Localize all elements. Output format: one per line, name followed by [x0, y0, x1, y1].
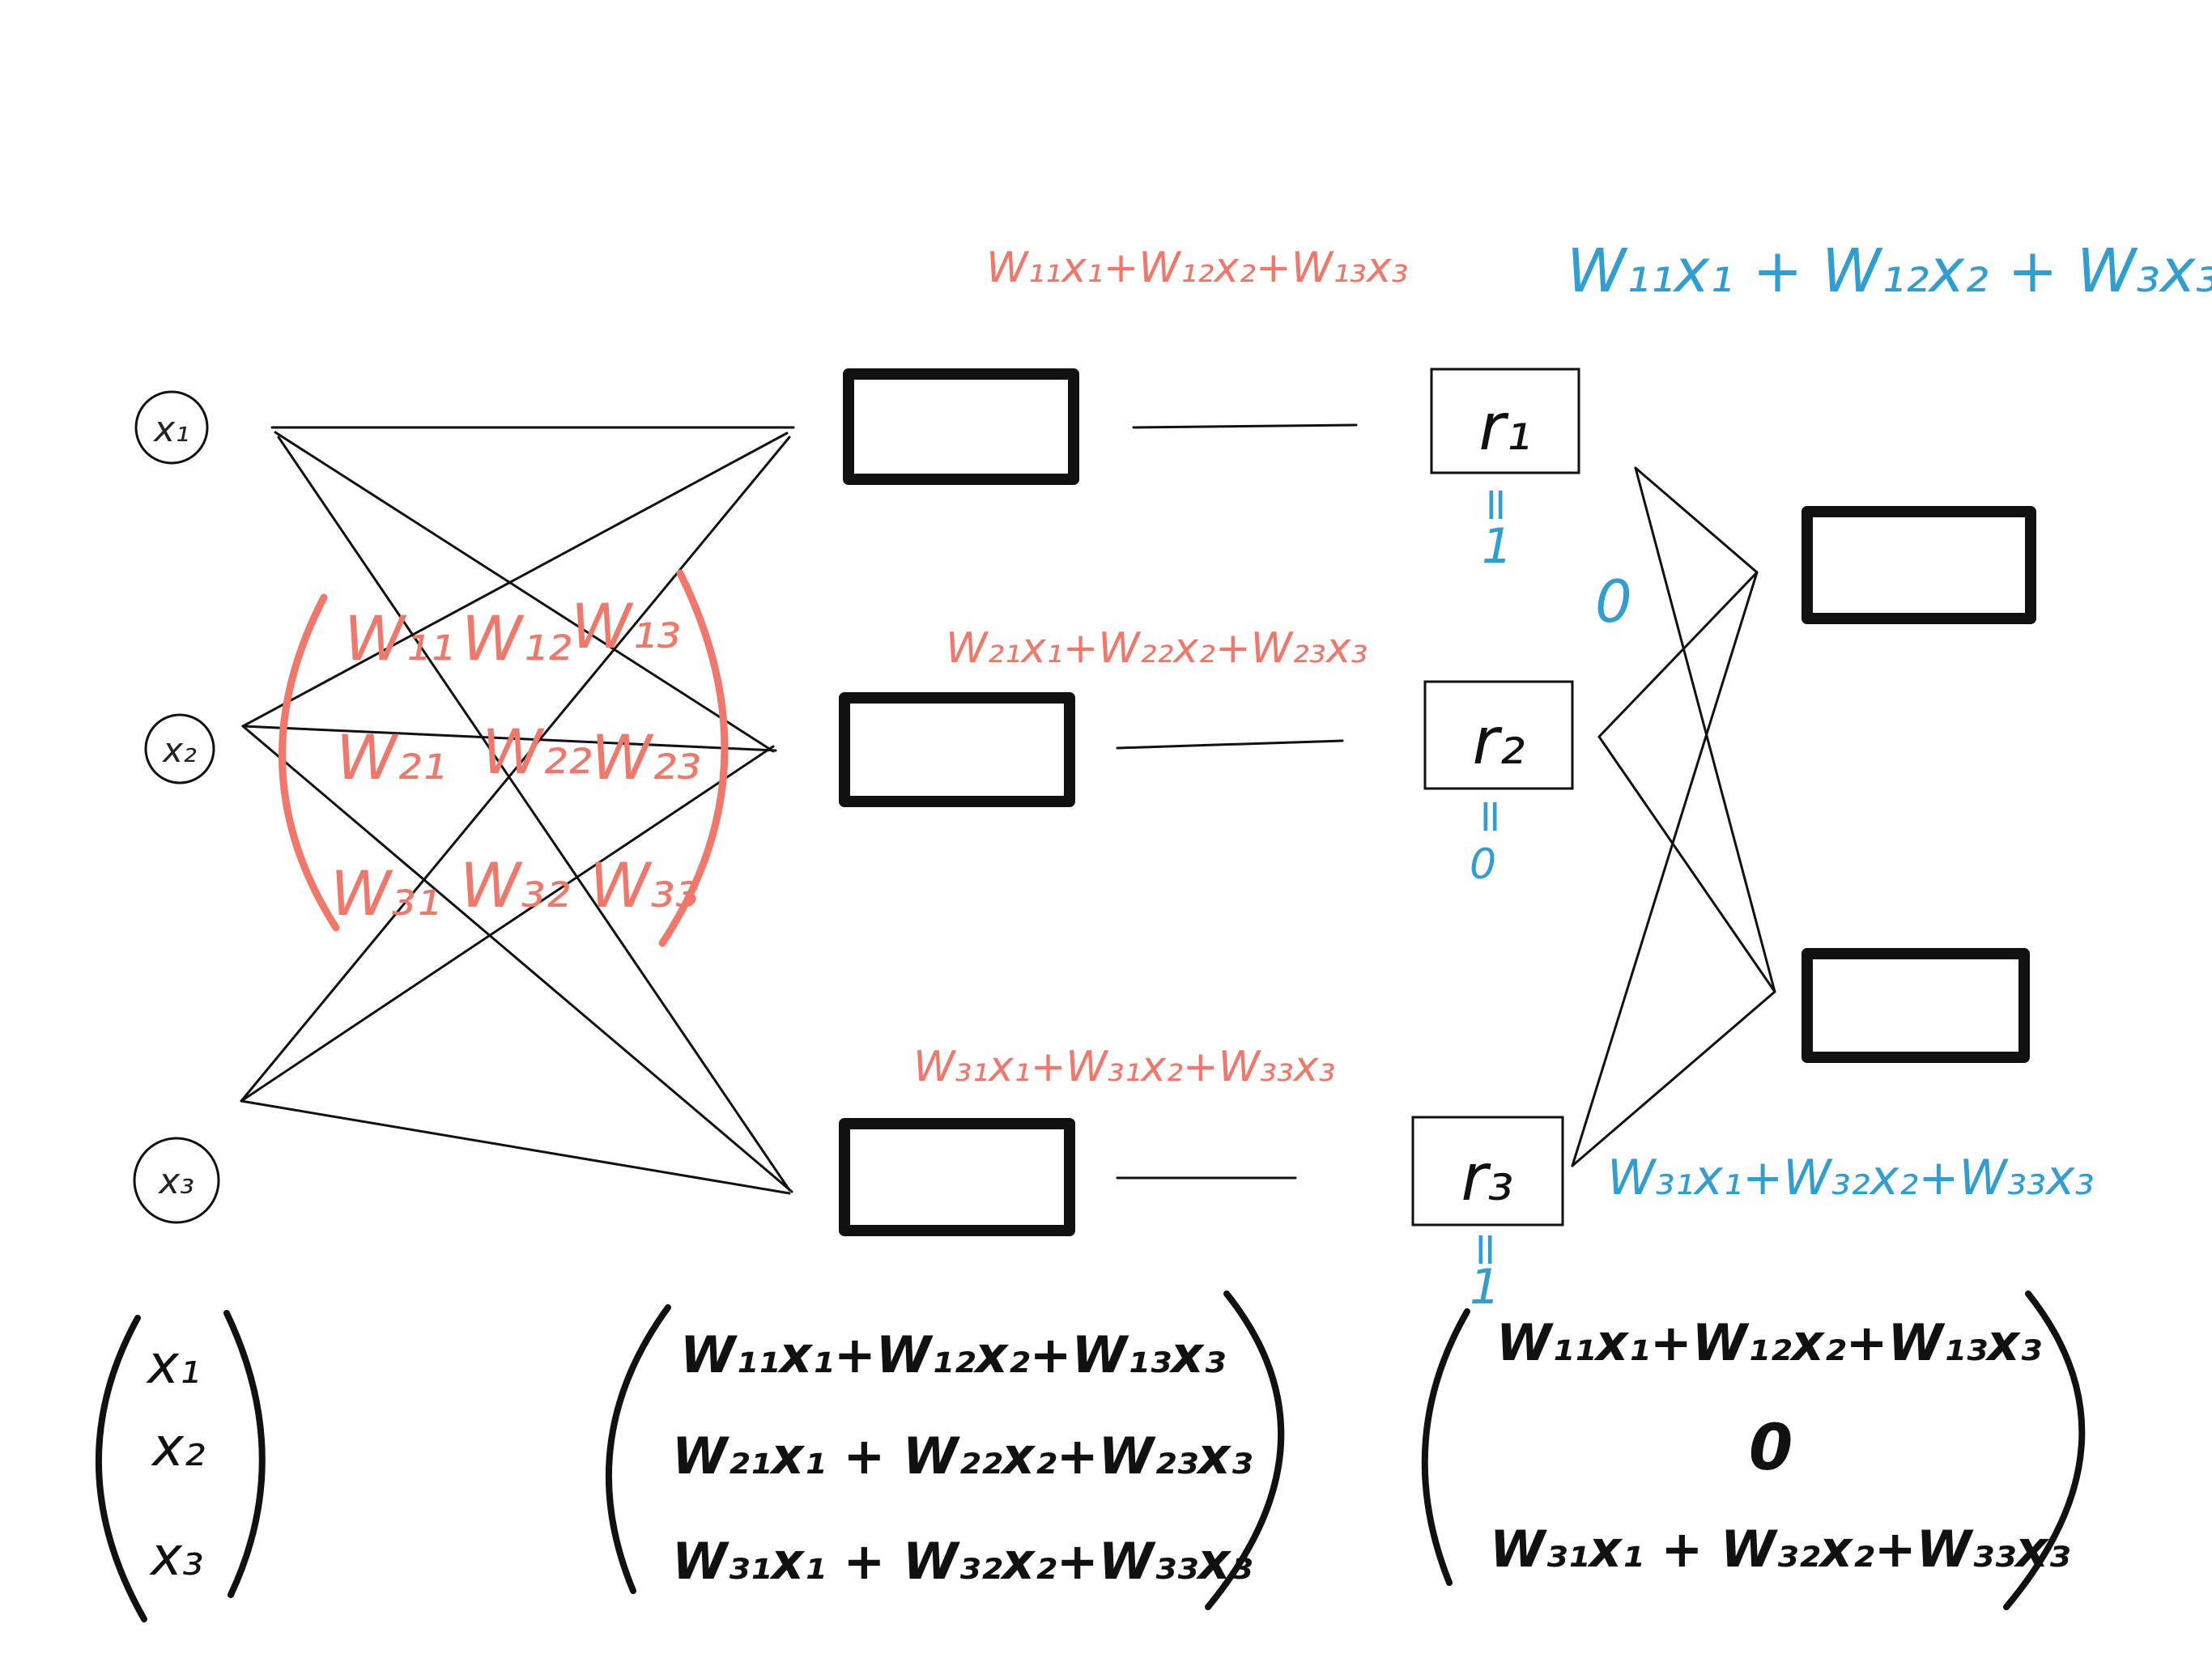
hidden-box-3[interactable] — [839, 1118, 1075, 1236]
sum-vector-entry: W₃₁x₁ + W₃₂x₂+W₃₃x₃ — [672, 1532, 1253, 1591]
edge-r1-o1 — [1634, 466, 1759, 574]
input-vector-left-paren — [95, 1315, 147, 1622]
hidden-sum-label-1: W₁₁x₁+W₁₂x₂+W₁₃x₃ — [986, 244, 1408, 292]
weight-w32: W₃₂ — [460, 849, 570, 921]
blue-sum-label-2: W₃₁x₁+W₃₂x₂+W₃₃x₃ — [1607, 1150, 2095, 1206]
relu-nodes: r₁ r₂ r₃ — [1411, 368, 1580, 1226]
weight-matrix: W₁₁ W₁₂ W₁₃ W₂₁ W₂₂ W₂₃ W₃₁ W₃₂ W₃₃ — [279, 569, 729, 947]
edge-x1-h2 — [274, 431, 775, 753]
relu-to-output-connections — [1571, 466, 1776, 1167]
relu-node-label: r₁ — [1479, 389, 1532, 465]
sum-vector-right-paren — [1205, 1290, 1285, 1610]
input-node-x1[interactable]: x₁ — [134, 390, 209, 465]
hidden-sum-labels: W₁₁x₁+W₁₂x₂+W₁₃x₃ W₂₁x₁+W₂₂x₂+W₂₃x₃ W₃₁x… — [913, 244, 1408, 1091]
input-to-hidden-connections — [240, 426, 795, 1195]
edge-x3-h2 — [240, 745, 775, 1103]
hidden-box-2[interactable] — [839, 692, 1075, 807]
weight-w11: W₁₁ — [344, 602, 454, 674]
input-node-label: x₁ — [152, 409, 189, 450]
input-node-x3[interactable]: x₃ — [133, 1137, 220, 1224]
relu-r3-equals: = — [1460, 1231, 1512, 1269]
sum-vector-left-paren — [605, 1304, 671, 1594]
blue-sum-labels: W₁₁x₁ + W₁₂x₂ + W₃x₃ W₃₁x₁+W₃₂x₂+W₃₃x₃ — [1567, 236, 2212, 1206]
matrix-left-paren — [279, 593, 340, 932]
link-h1-r1 — [1132, 423, 1358, 429]
input-nodes: x₁ x₂ x₃ — [133, 390, 220, 1224]
relu-r3-value: 1 — [1470, 1259, 1500, 1316]
edge-r2-o2 — [1597, 735, 1776, 993]
relu-node-r2[interactable]: r₂ — [1423, 680, 1574, 790]
input-vector: x₁ x₂ x₃ — [95, 1310, 266, 1622]
input-node-x2[interactable]: x₂ — [144, 713, 215, 784]
sum-vector: W₁₁x₁+W₁₂x₂+W₁₃x₃ W₂₁x₁ + W₂₂x₂+W₂₃x₃ W₃… — [605, 1290, 1285, 1610]
edge-r1-o2 — [1634, 466, 1776, 993]
weight-w33: W₃₃ — [589, 849, 700, 921]
edge-x3-h3 — [240, 1099, 791, 1195]
output-vector-right-paren — [2003, 1290, 2086, 1610]
link-h2-r2 — [1116, 739, 1344, 750]
input-node-label: x₂ — [161, 730, 197, 770]
relu-node-r1[interactable]: r₁ — [1430, 368, 1580, 474]
input-node-label: x₃ — [157, 1161, 194, 1202]
relu-node-label: r₂ — [1473, 704, 1525, 779]
output-vector-entry: W₁₁x₁+W₁₂x₂+W₁₃x₃ — [1496, 1313, 2041, 1372]
relu-output-annotations: = 1 0 = 0 = 1 — [1460, 486, 1632, 1316]
sum-vector-entry: W₂₁x₁ + W₂₂x₂+W₂₃x₃ — [672, 1426, 1253, 1486]
relu-node-r3[interactable]: r₃ — [1411, 1116, 1564, 1226]
edge-r3-o2 — [1571, 990, 1776, 1167]
output-box-1[interactable] — [1802, 506, 2036, 624]
matrix-right-paren — [658, 569, 729, 947]
relu-zero-beside: 0 — [1595, 568, 1632, 636]
input-vector-right-paren — [223, 1310, 266, 1598]
output-vector-entry: 0 — [1749, 1412, 1793, 1485]
edge-r3-o1 — [1571, 571, 1759, 1167]
output-boxes — [1802, 506, 2036, 1063]
relu-r1-value: 1 — [1482, 518, 1512, 575]
output-vector-left-paren — [1421, 1308, 1470, 1586]
weight-w23: W₂₃ — [591, 721, 701, 793]
edge-x2-h3 — [241, 725, 793, 1193]
output-vector: W₁₁x₁+W₁₂x₂+W₁₃x₃ 0 W₃₁x₁ + W₃₂x₂+W₃₃x₃ — [1421, 1290, 2086, 1610]
weight-w13: W₁₃ — [571, 590, 681, 662]
output-box-2[interactable] — [1802, 948, 2030, 1063]
blue-sum-label-1: W₁₁x₁ + W₁₂x₂ + W₃x₃ — [1567, 236, 2212, 306]
output-vector-entry: W₃₁x₁ + W₃₂x₂+W₃₃x₃ — [1490, 1520, 2070, 1579]
hidden-sum-label-3: W₃₁x₁+W₃₁x₂+W₃₃x₃ — [913, 1043, 1335, 1091]
hidden-to-relu-links — [1116, 423, 1358, 1180]
edge-x3-h1 — [240, 436, 791, 1103]
relu-r2-equals: = — [1465, 797, 1517, 835]
edge-x1-h3 — [277, 436, 791, 1192]
weight-w21: W₂₁ — [336, 721, 446, 793]
sum-vector-entry: W₁₁x₁+W₁₂x₂+W₁₃x₃ — [680, 1325, 1225, 1384]
relu-r1-equals: = — [1470, 486, 1523, 524]
input-vector-entry: x₃ — [149, 1525, 204, 1588]
edge-x2-h2 — [241, 725, 777, 752]
weight-w22: W₂₂ — [482, 716, 592, 788]
weight-w31: W₃₁ — [330, 857, 440, 929]
edge-r2-o1 — [1597, 571, 1759, 738]
relu-node-label: r₃ — [1461, 1140, 1514, 1215]
input-vector-entry: x₂ — [151, 1416, 206, 1478]
input-vector-entry: x₁ — [146, 1333, 201, 1396]
hidden-sum-label-2: W₂₁x₁+W₂₂x₂+W₂₃x₃ — [946, 624, 1368, 673]
hidden-sum-boxes — [839, 368, 1079, 1236]
weight-w12: W₁₂ — [462, 602, 572, 674]
relu-r2-value: 0 — [1470, 840, 1496, 889]
hidden-box-1[interactable] — [843, 368, 1079, 485]
edge-x2-h1 — [241, 432, 789, 728]
